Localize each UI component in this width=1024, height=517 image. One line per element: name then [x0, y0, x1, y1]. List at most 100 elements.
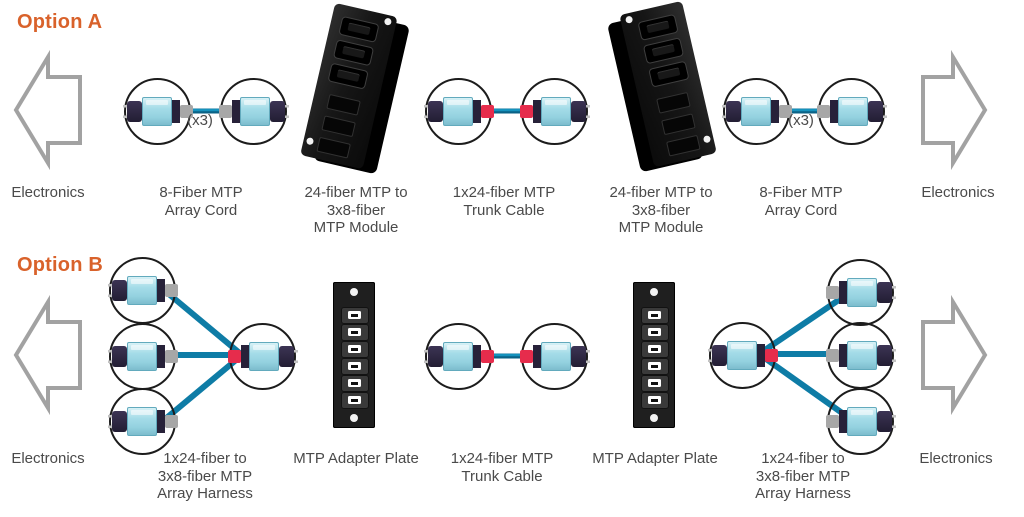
blank-slot [656, 91, 691, 114]
mtp-connector [519, 342, 590, 371]
connector-boot-gray [164, 350, 178, 363]
mtp-connector [423, 342, 494, 371]
connector-circle-harness-left-1 [107, 257, 178, 324]
connector-boot-gray [164, 284, 178, 297]
mtp-adapter-port-icon [641, 392, 669, 409]
mtp-ferrule [570, 101, 586, 122]
mtp-port-icon [648, 60, 690, 88]
guide-pins-icon [122, 105, 127, 118]
mtp-ferrule [126, 101, 142, 122]
connector-circle-trunk-top-a [423, 78, 494, 145]
guide-pins-icon [891, 286, 896, 299]
connector-collar [472, 100, 481, 123]
mtp-ferrule [876, 411, 892, 432]
mtp-ferrule [111, 346, 127, 367]
connector-circle-array-right-b [816, 78, 887, 145]
mtp-adapter-port-icon [641, 307, 669, 324]
electronics-arrow-right-top [921, 49, 988, 171]
blank-slot [326, 93, 361, 116]
multiplier-label-left: (x3) [187, 112, 213, 129]
adapter-plate-right-label: MTP Adapter Plate [592, 450, 718, 467]
mtp-adapter-port-icon [641, 358, 669, 375]
guide-pins-icon [707, 349, 712, 362]
mtp-ferrule [876, 282, 892, 303]
connector-collar [829, 100, 838, 123]
connector-collar [472, 345, 481, 368]
mtp-adapter-port-icon [641, 375, 669, 392]
guide-pins-icon [293, 350, 298, 363]
mtp-adapter-plate-right [633, 282, 675, 428]
mtp-connector-body [740, 97, 771, 126]
mtp-adapter-port-icon [641, 341, 669, 358]
mtp-port-icon [642, 37, 685, 65]
connector-boot-gray [825, 286, 839, 299]
connector-boot-red [519, 105, 533, 118]
mtp-ferrule [876, 345, 892, 366]
mtp-port-icon [332, 39, 375, 67]
option-b-title: Option B [17, 254, 104, 276]
connector-collar [770, 100, 779, 123]
connector-circle-harness-right-1 [825, 259, 896, 326]
screw-icon [650, 414, 658, 422]
connector-circle-trunk-bottom-b [519, 323, 590, 390]
connector-collar [838, 410, 847, 433]
mtp-connector-body [846, 278, 877, 307]
connector-collar [231, 100, 240, 123]
connector-boot-red [764, 349, 778, 362]
screw-icon [702, 135, 712, 144]
mtp-adapter-port-icon [641, 324, 669, 341]
mtp-connector-body [126, 342, 157, 371]
connector-boot-gray [164, 415, 178, 428]
trunk-cable-top-label: 1x24-fiber MTP Trunk Cable [452, 184, 556, 219]
mtp-connector-body [726, 341, 757, 370]
mtp-connector-body [442, 342, 473, 371]
guide-pins-icon [585, 105, 590, 118]
connector-boot-gray [816, 105, 830, 118]
mtp-ferrule [867, 101, 883, 122]
mtp-connector [107, 276, 178, 305]
connector-boot-gray [778, 105, 792, 118]
mtp-ferrule [427, 346, 443, 367]
connector-boot-gray [825, 349, 839, 362]
option-a-title: Option A [17, 11, 103, 33]
mtp-connector-body [239, 97, 270, 126]
mtp-adapter-port-icon [341, 392, 369, 409]
array-cord-left-label: 8-Fiber MTP Array Cord [159, 184, 243, 219]
connector-circle-harness-right-3 [825, 388, 896, 455]
connector-circle-trunk-top-b [519, 78, 590, 145]
mtp-connector-body [126, 276, 157, 305]
mtp-ferrule [111, 411, 127, 432]
connector-boot-red [480, 350, 494, 363]
mtp-connector [423, 97, 494, 126]
connector-circle-harness-left-single [227, 323, 298, 390]
blank-slot [666, 134, 701, 157]
guide-pins-icon [284, 105, 289, 118]
mtp-connector [107, 342, 178, 371]
mtp-ferrule [725, 101, 741, 122]
screw-icon [650, 288, 658, 296]
mtp-connector-body [540, 97, 571, 126]
connector-circle-array-left-a [122, 78, 193, 145]
connector-collar [156, 279, 165, 302]
guide-pins-icon [107, 415, 112, 428]
guide-pins-icon [882, 105, 887, 118]
blank-slot [316, 136, 351, 159]
connector-collar [838, 281, 847, 304]
mtp-connector [721, 97, 792, 126]
connector-circle-array-right-a [721, 78, 792, 145]
blank-slot [321, 115, 356, 138]
screw-icon [624, 15, 634, 24]
mtp-connector-body [540, 342, 571, 371]
guide-pins-icon [423, 105, 428, 118]
connector-boot-red [519, 350, 533, 363]
mtp-connector [227, 342, 298, 371]
mtp-adapter-port-icon [341, 375, 369, 392]
mtp-connector-body [141, 97, 172, 126]
electronics-arrow-right-bottom [921, 294, 988, 416]
harness-right-label: 1x24-fiber to 3x8-fiber MTP Array Harnes… [755, 450, 851, 502]
adapter-plate-left-label: MTP Adapter Plate [293, 450, 419, 467]
mtp-port-icon [637, 13, 679, 41]
connector-collar [156, 345, 165, 368]
connector-collar [532, 345, 541, 368]
